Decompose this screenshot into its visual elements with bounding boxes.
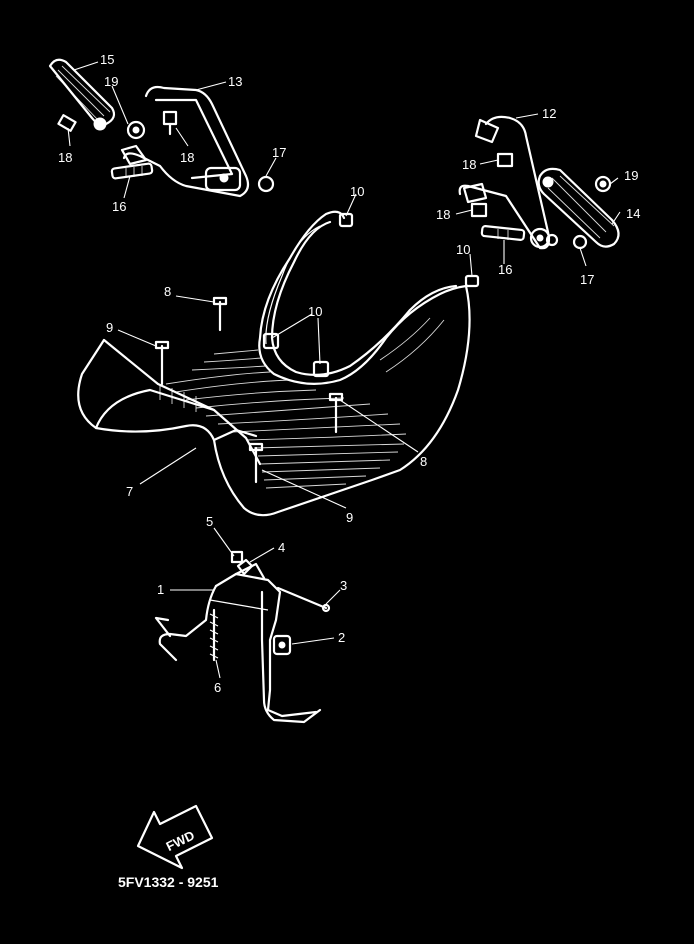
drawing-code: 5FV1332 - 9251 xyxy=(118,874,219,890)
leader-lines xyxy=(67,61,621,679)
main-stand-assembly xyxy=(154,550,331,724)
callout-9-left: 9 xyxy=(106,320,113,335)
right-bolt-18a xyxy=(496,152,514,168)
hook-4 xyxy=(236,558,254,576)
callout-9-lower: 9 xyxy=(346,510,353,525)
callout-6: 6 xyxy=(214,680,221,695)
screw-8-lower xyxy=(328,392,344,434)
callout-4: 4 xyxy=(278,540,285,555)
right-nut-17 xyxy=(572,234,588,250)
callout-8-lower: 8 xyxy=(420,454,427,469)
spring-6 xyxy=(209,608,219,662)
callout-5: 5 xyxy=(206,514,213,529)
callout-18-right-a: 18 xyxy=(462,157,476,172)
left-bolt-18a xyxy=(57,114,77,132)
callout-7: 7 xyxy=(126,484,133,499)
leg-shield-assembly xyxy=(77,210,471,517)
left-bolt-16 xyxy=(110,162,154,180)
left-nut-17 xyxy=(257,175,275,193)
left-footrest-bracket xyxy=(120,85,250,198)
callout-18-right-b: 18 xyxy=(436,207,450,222)
callout-18-left-b: 18 xyxy=(180,150,194,165)
callout-10-right: 10 xyxy=(456,242,470,257)
callout-19-right: 19 xyxy=(624,168,638,183)
right-washer xyxy=(594,175,612,193)
hook-5 xyxy=(230,550,244,564)
right-bolt-18b xyxy=(470,202,488,218)
clip-nut-10-right xyxy=(464,274,480,288)
right-footpeg-rubber xyxy=(537,167,620,248)
clip-nut-10-mid-b xyxy=(312,360,330,378)
callout-14: 14 xyxy=(626,206,640,221)
left-footrest-assembly xyxy=(48,58,275,198)
clip-nut-10-mid-a xyxy=(262,332,280,350)
callout-18-left-a: 18 xyxy=(58,150,72,165)
callout-15: 15 xyxy=(100,52,114,67)
callout-10-top: 10 xyxy=(350,184,364,199)
right-footrest-assembly xyxy=(458,115,620,288)
fwd-direction-arrow: FWD xyxy=(136,804,214,870)
callout-1: 1 xyxy=(157,582,164,597)
right-footrest-bracket xyxy=(458,115,559,250)
screw-9-lower xyxy=(248,442,264,484)
clip-nut-10-top xyxy=(338,212,354,228)
left-footpeg-rubber xyxy=(48,58,116,131)
callout-17-left: 17 xyxy=(272,145,286,160)
callout-17-right: 17 xyxy=(580,272,594,287)
callout-2: 2 xyxy=(338,630,345,645)
screw-9-left xyxy=(154,340,170,386)
left-bolt-18b xyxy=(162,110,178,136)
right-bolt-16 xyxy=(480,225,526,241)
callout-10-mid: 10 xyxy=(308,304,322,319)
callout-12: 12 xyxy=(542,106,556,121)
leg-shield-panel xyxy=(77,210,471,517)
left-washer xyxy=(126,120,146,140)
callout-13: 13 xyxy=(228,74,242,89)
callout-3: 3 xyxy=(340,578,347,593)
callout-16-left: 16 xyxy=(112,199,126,214)
collar-2 xyxy=(272,634,292,656)
main-stand xyxy=(154,562,322,724)
callout-19-left: 19 xyxy=(104,74,118,89)
callouts: 15 19 13 18 18 17 16 10 12 18 19 18 14 1… xyxy=(58,52,640,695)
shaft-3 xyxy=(276,586,331,613)
screw-8-upper xyxy=(212,296,228,332)
fwd-label: FWD xyxy=(164,828,197,854)
callout-16-right: 16 xyxy=(498,262,512,277)
callout-8-upper: 8 xyxy=(164,284,171,299)
